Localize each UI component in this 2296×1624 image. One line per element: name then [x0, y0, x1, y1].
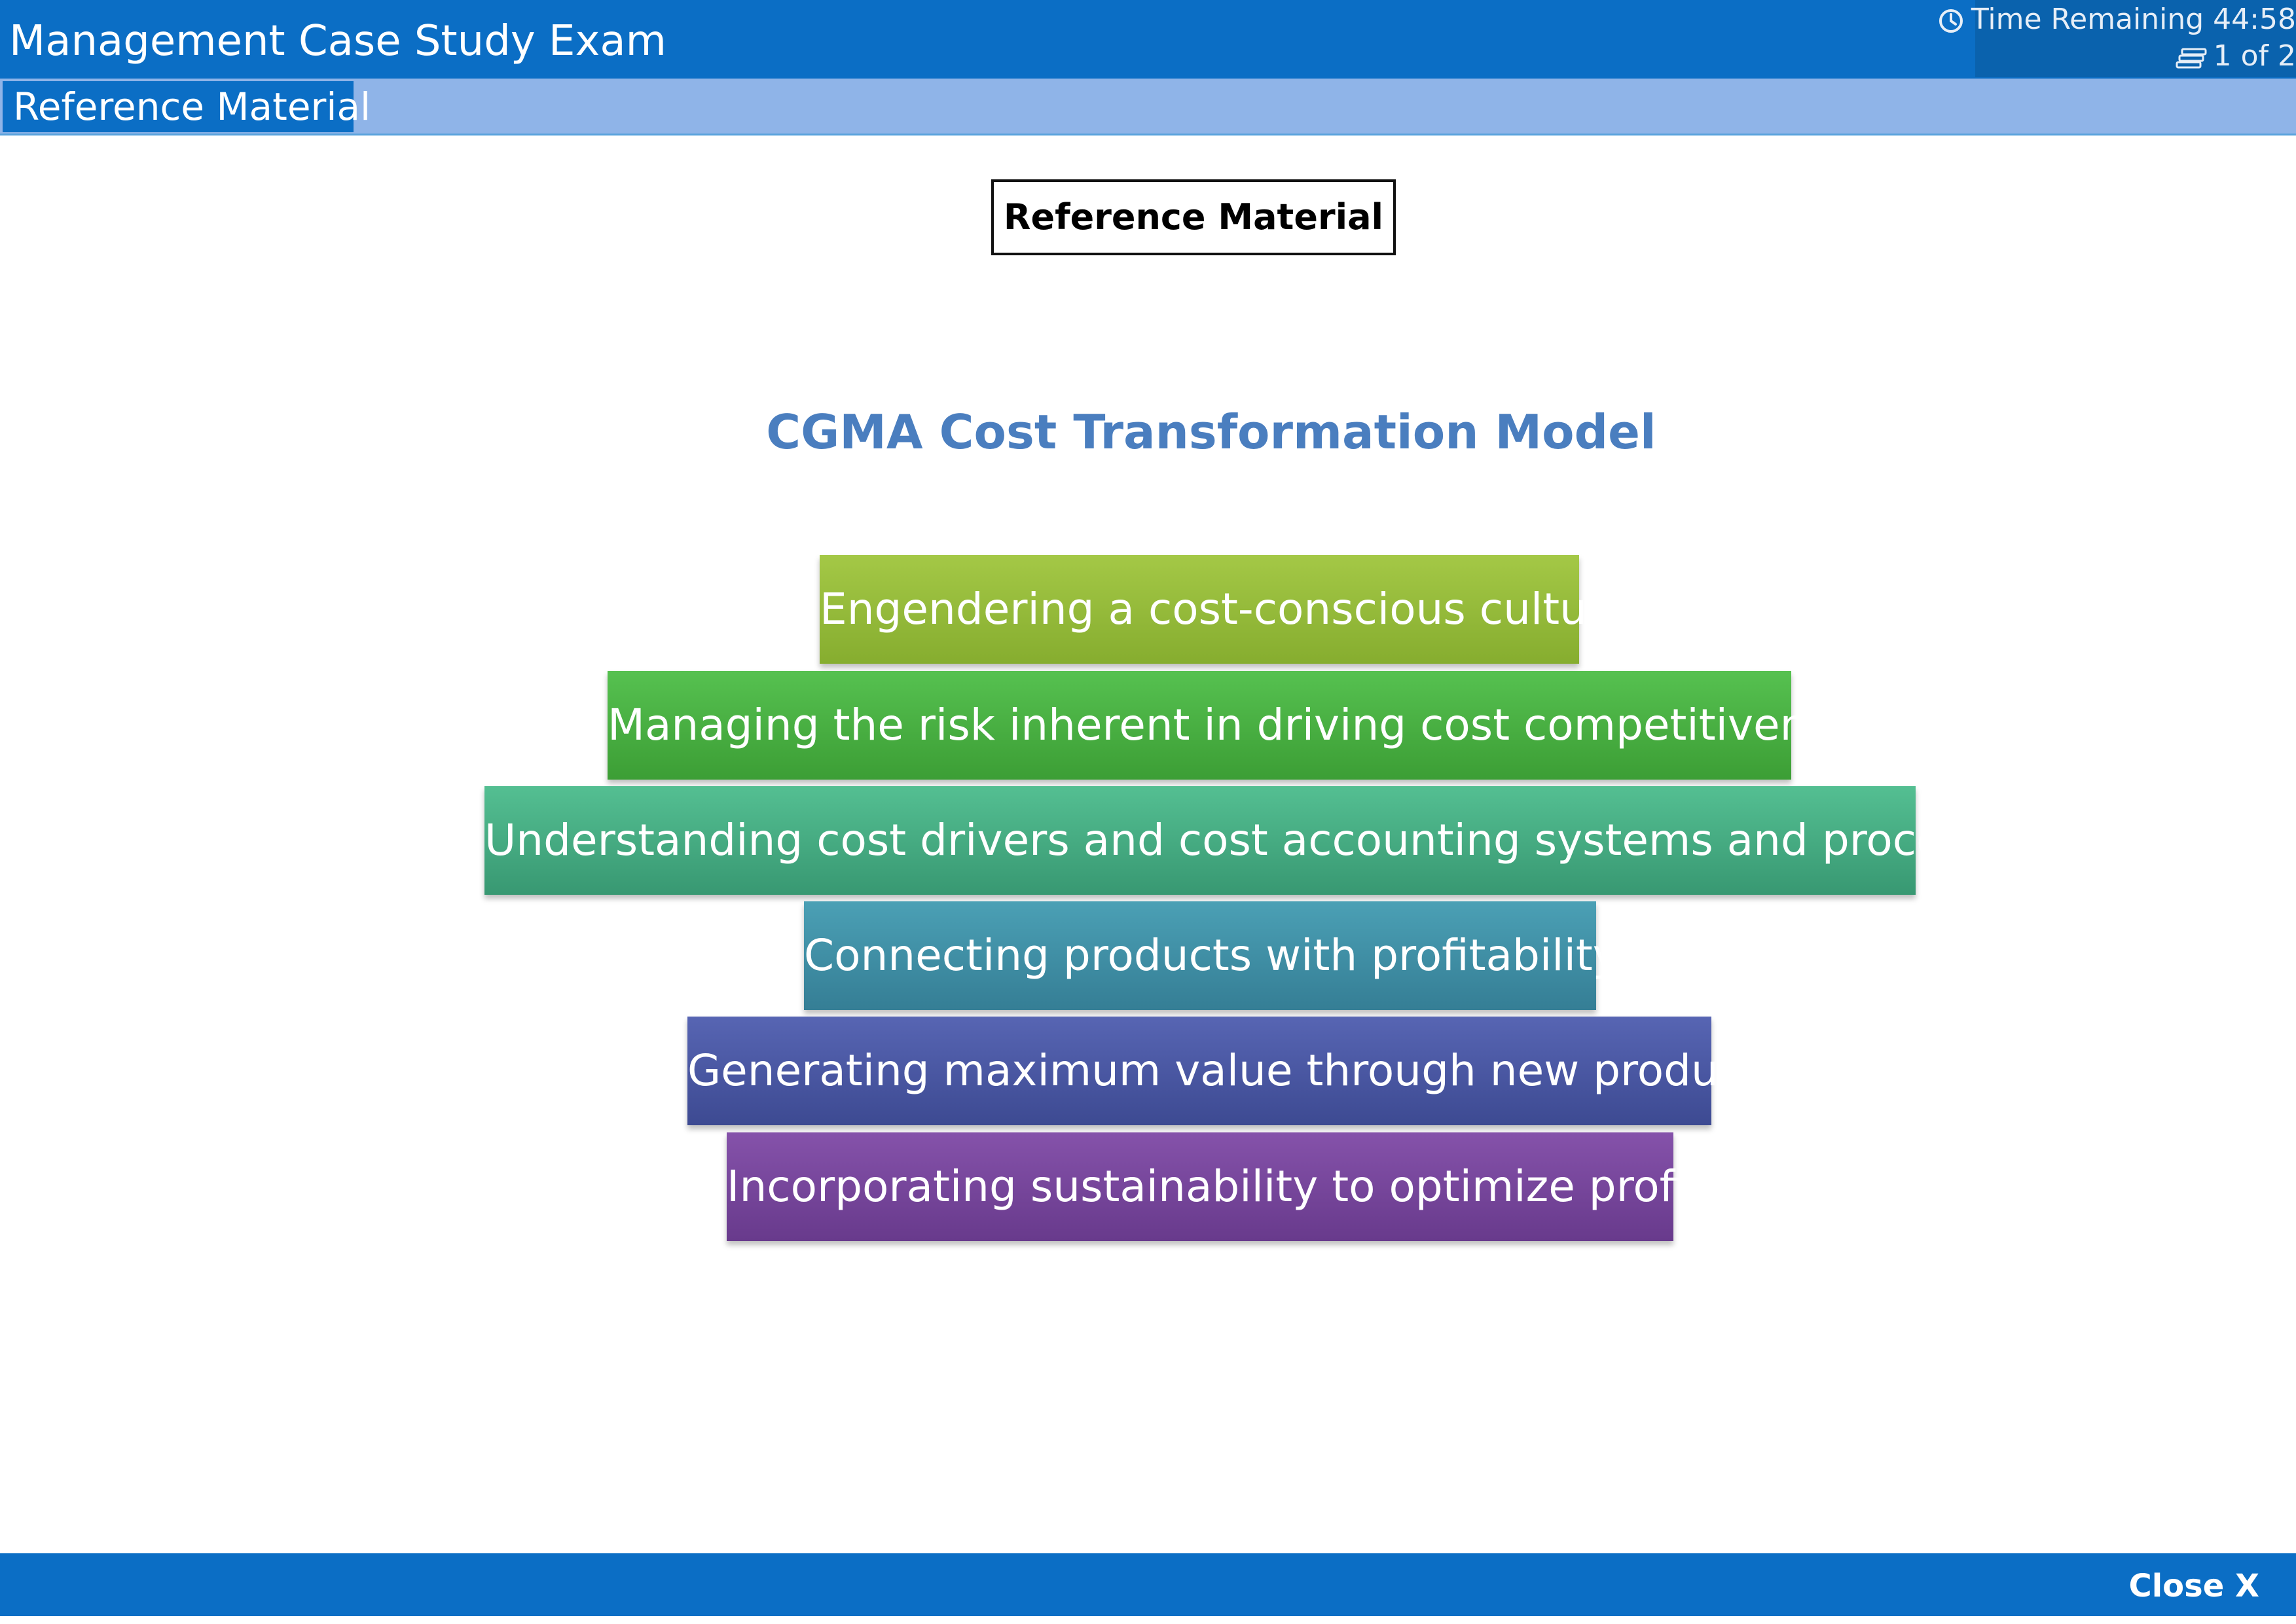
clock-icon	[1939, 7, 1963, 33]
time-remaining-text: Time Remaining 44:58	[1971, 3, 2296, 36]
page-counter-text: 1 of 2	[2213, 39, 2296, 73]
layer-new-products: Generating maximum value through new pro…	[687, 1017, 1781, 1125]
layer-culture: Engendering a cost-conscious culture	[820, 555, 1630, 664]
title-bar: Management Case Study Exam Time Remainin…	[0, 0, 2296, 79]
layer-risk: Managing the risk inherent in driving co…	[608, 671, 1879, 780]
tab-reference-material[interactable]: Reference Material	[3, 81, 371, 132]
app-title: Management Case Study Exam	[9, 17, 666, 65]
layer-sustainability: Incorporating sustainability to optimize…	[727, 1132, 1726, 1241]
layer-profitability: Connecting products with profitability	[804, 901, 1618, 1010]
pages-icon	[2176, 44, 2208, 69]
section-label: Reference Material	[991, 179, 1396, 255]
time-remaining: Time Remaining 44:58	[1939, 3, 2296, 36]
status-panel: Time Remaining 44:58 1 of 2	[1939, 0, 2296, 77]
close-button[interactable]: Close X	[2128, 1568, 2260, 1604]
layer-cost-drivers: Understanding cost drivers and cost acco…	[484, 786, 2037, 895]
tab-bar: Reference Material	[0, 79, 2296, 135]
footer-bar: Close X	[0, 1553, 2296, 1616]
diagram-title: CGMA Cost Transformation Model	[766, 405, 1656, 460]
page-counter: 1 of 2	[2176, 39, 2296, 73]
